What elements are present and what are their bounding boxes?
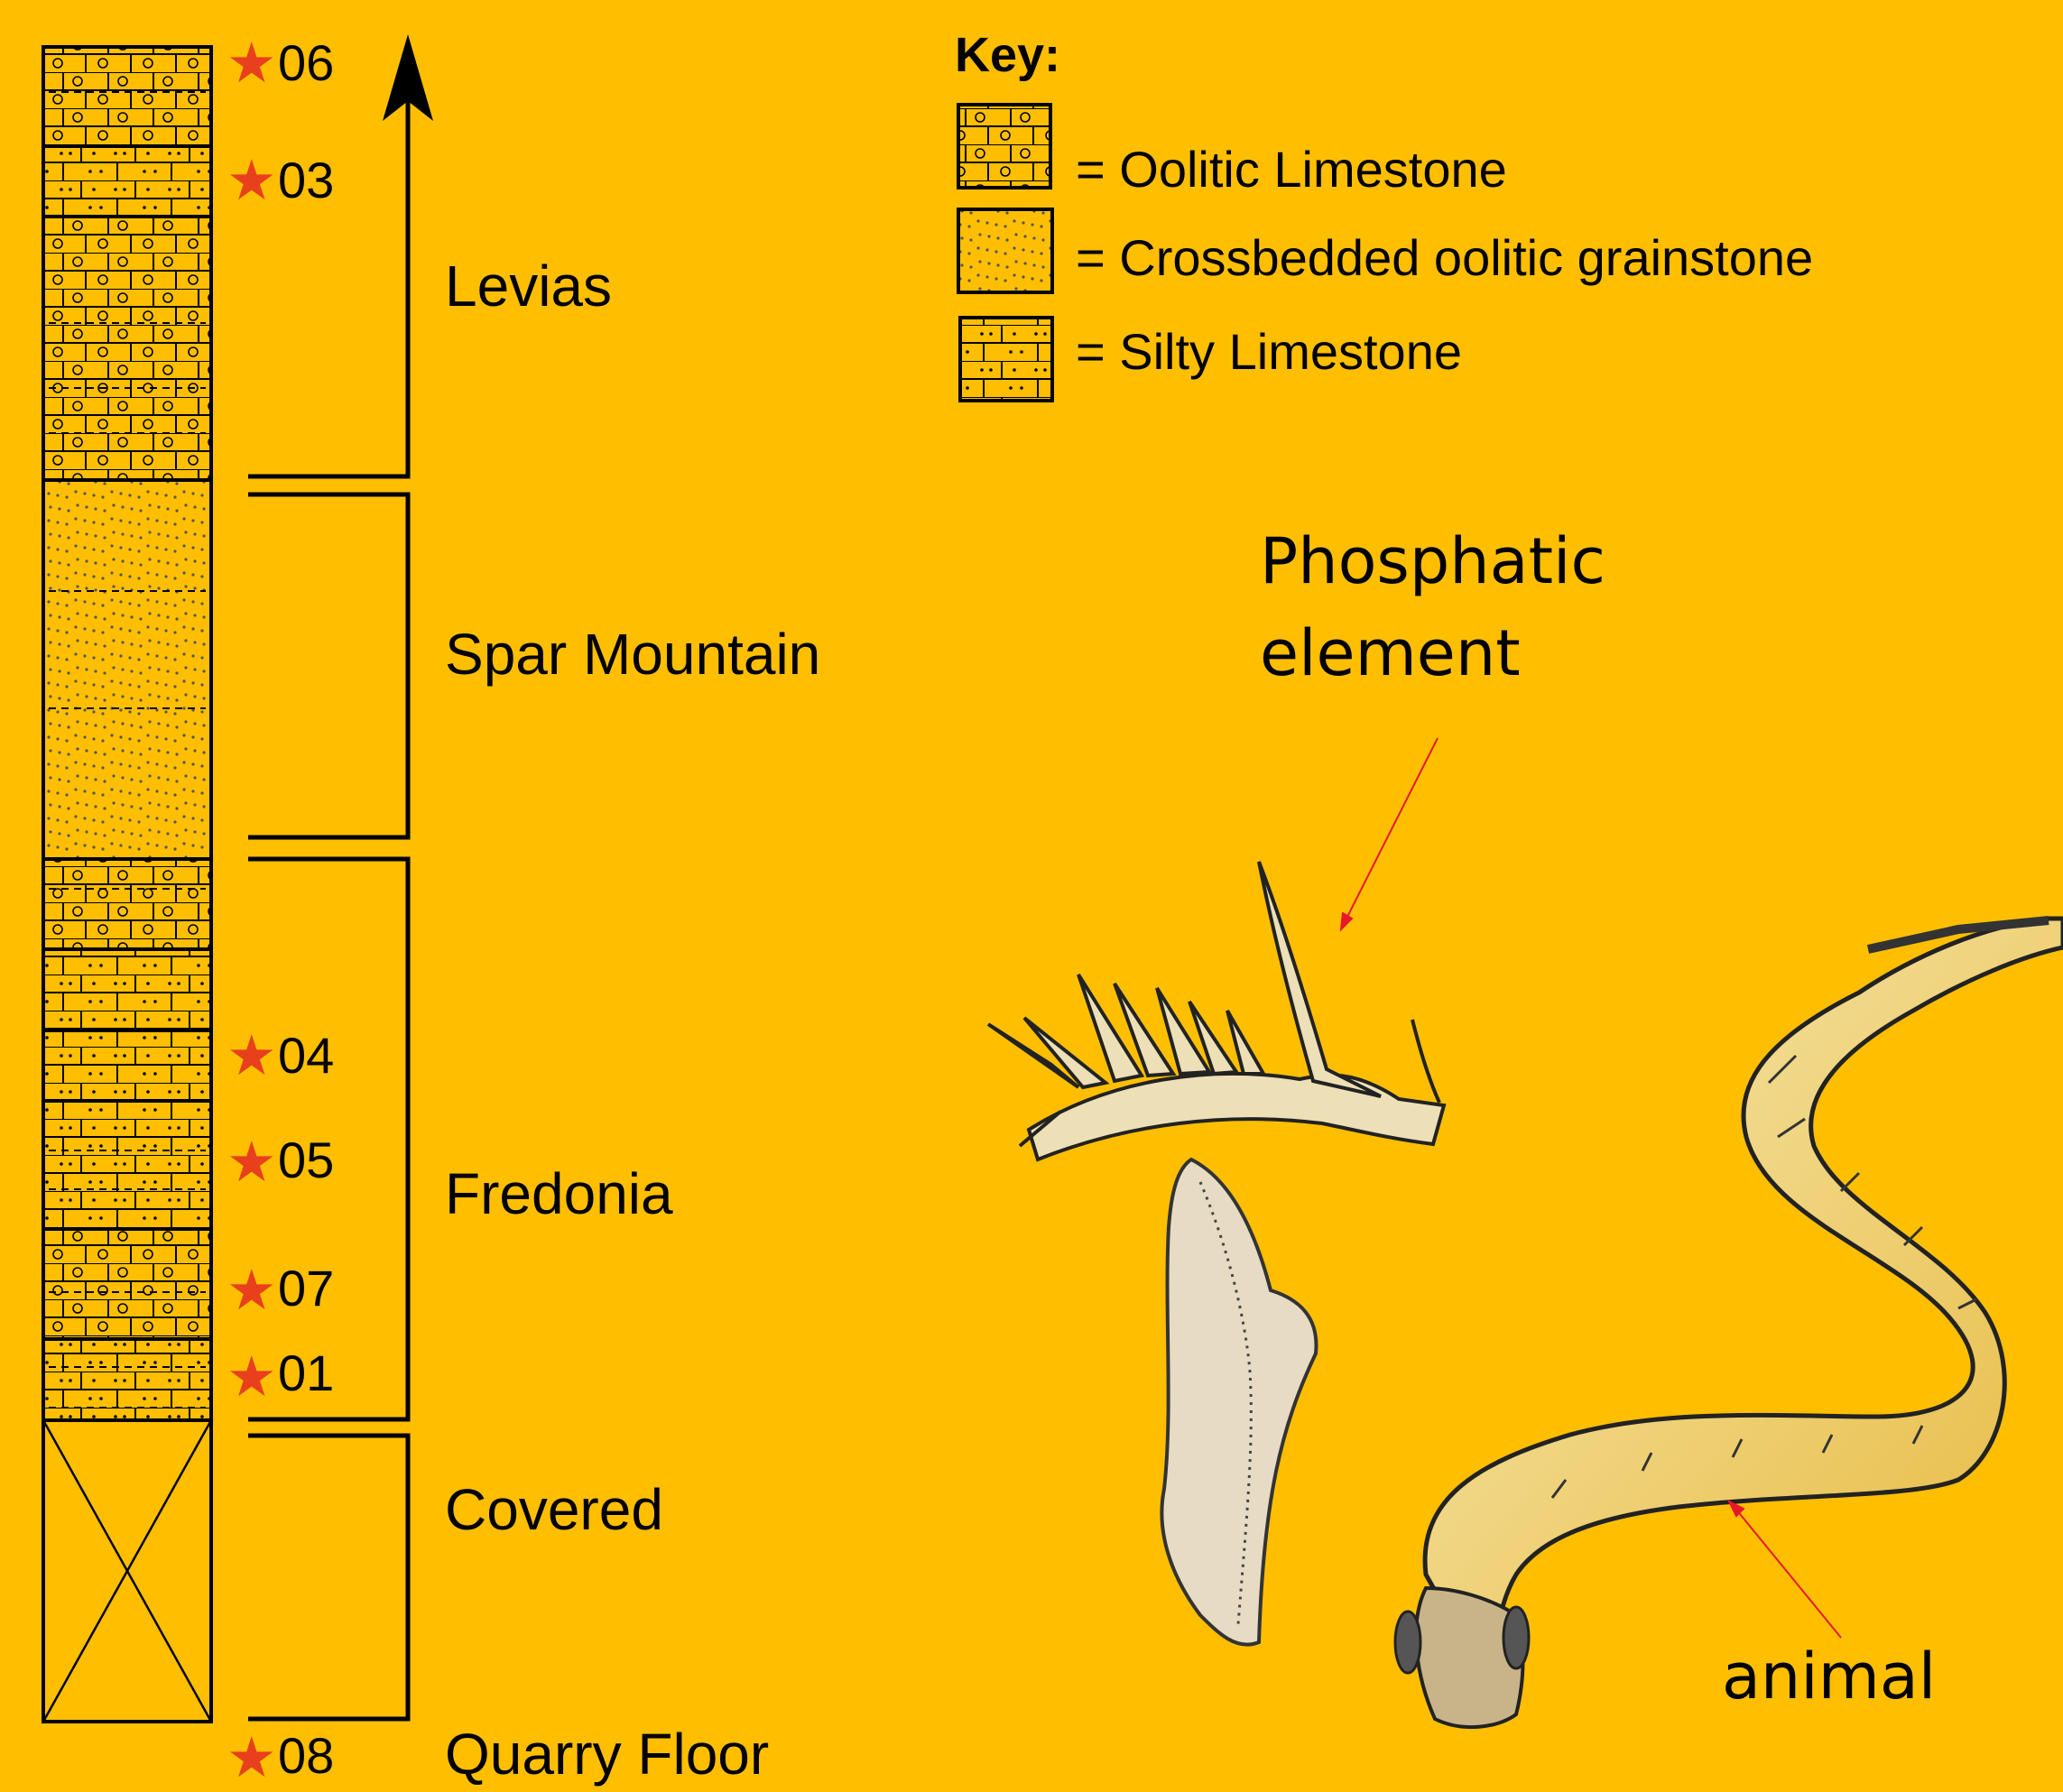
formation-brackets xyxy=(248,99,408,1719)
sample-star-icon: ★ xyxy=(227,1135,277,1191)
crossbedded-grainstone-swatch xyxy=(958,209,1052,292)
sample-star-icon: ★ xyxy=(227,1263,277,1319)
formation-label-spar-mountain: Spar Mountain xyxy=(445,625,820,683)
animal-label: animal xyxy=(1722,1631,1936,1723)
formation-label-fredonia: Fredonia xyxy=(445,1165,673,1223)
blade-element-drawing xyxy=(1161,1159,1316,1645)
phosphatic-element-label-line2: element xyxy=(1260,608,1605,700)
key-item-silty-limestone: = Silty Limestone xyxy=(1076,327,1462,377)
formation-label-quarry-floor: Quarry Floor xyxy=(445,1725,769,1783)
sample-label-08: 08 xyxy=(278,1731,334,1781)
sample-star-icon: ★ xyxy=(227,1029,277,1085)
animal-drawing xyxy=(1395,919,2063,1727)
key-swatches xyxy=(958,105,1052,401)
formation-label-covered: Covered xyxy=(445,1481,663,1538)
sample-label-05: 05 xyxy=(278,1135,334,1186)
sample-label-03: 03 xyxy=(278,155,334,206)
sample-label-06: 06 xyxy=(278,38,334,88)
stratigraphic-column xyxy=(43,47,211,1722)
sample-star-icon: ★ xyxy=(227,153,277,209)
key-item-crossbedded-grainstone: = Crossbedded oolitic grainstone xyxy=(1076,233,1813,283)
sample-label-04: 04 xyxy=(278,1030,334,1081)
sample-label-07: 07 xyxy=(278,1263,334,1314)
phosphatic-element-drawing xyxy=(988,862,1444,1159)
sample-star-icon: ★ xyxy=(227,1731,277,1787)
silty-limestone-swatch xyxy=(960,318,1052,401)
phosphatic-element-label-line1: Phosphatic xyxy=(1260,516,1605,608)
key-item-oolitic-limestone: = Oolitic Limestone xyxy=(1076,144,1507,195)
formation-label-levias: Levias xyxy=(445,257,612,315)
sample-star-icon: ★ xyxy=(227,1350,277,1406)
oolitic-limestone-swatch xyxy=(958,105,1050,188)
phosphatic-element-label: Phosphatic element xyxy=(1260,516,1605,699)
sample-star-icon: ★ xyxy=(227,36,277,92)
sample-label-01: 01 xyxy=(278,1348,334,1399)
key-title: Key: xyxy=(955,27,1060,83)
